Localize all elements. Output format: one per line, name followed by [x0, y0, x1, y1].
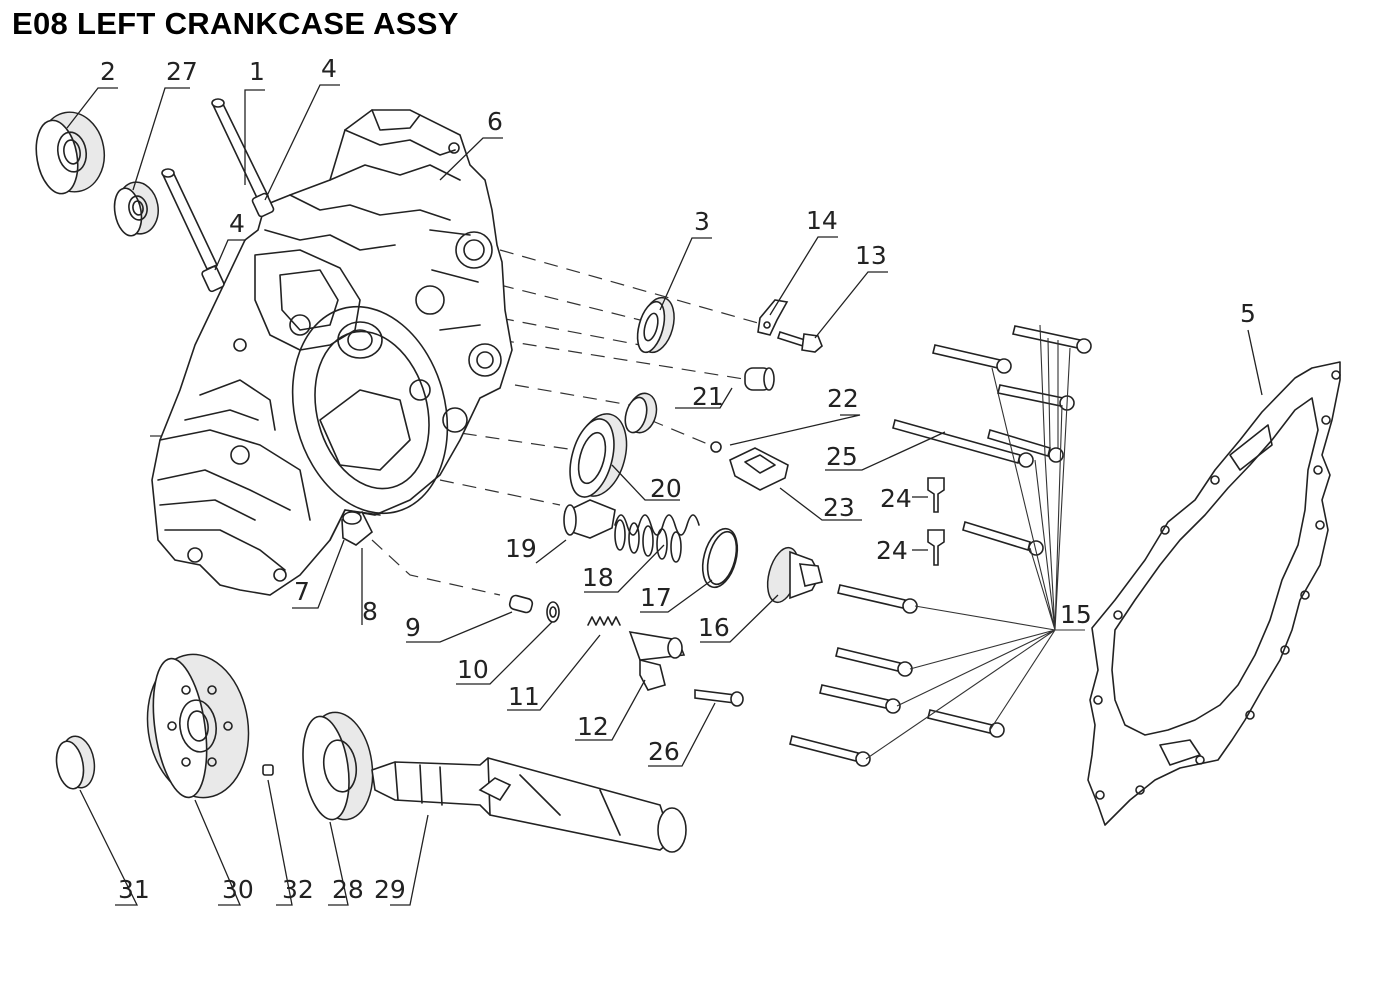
- part-9-pin: [508, 594, 534, 614]
- part-19-cup: [563, 499, 616, 539]
- callout-32: 32: [282, 875, 314, 904]
- part-3-oil-seal: [636, 296, 675, 354]
- callout-17: 17: [640, 583, 672, 612]
- left-crankcase: [151, 109, 513, 596]
- part-28-bearing: [302, 711, 374, 821]
- callout-26: 26: [648, 737, 680, 766]
- callout-1: 1: [249, 57, 265, 86]
- part-1-studs: [161, 98, 270, 271]
- callout-14: 14: [806, 206, 838, 235]
- callout-13: 13: [855, 241, 887, 270]
- callout-19: 19: [505, 534, 537, 563]
- callout-5: 5: [1240, 299, 1256, 328]
- part-11-spring: [587, 616, 621, 626]
- callout-18: 18: [582, 563, 614, 592]
- part-16-plug: [766, 546, 823, 604]
- callout-10: 10: [457, 655, 489, 684]
- callout-24-lower: 24: [876, 536, 908, 565]
- part-24-bolts: [912, 477, 945, 566]
- part-17-o-ring: [701, 527, 739, 589]
- callout-4-lower: 4: [229, 209, 245, 238]
- part-14-clip: [757, 299, 789, 336]
- part-small-bearing: [624, 392, 658, 434]
- callout-20: 20: [650, 474, 682, 503]
- callout-29: 29: [374, 875, 406, 904]
- callout-4: 4: [321, 54, 337, 83]
- callout-22: 22: [827, 384, 859, 413]
- part-21-bush: [744, 367, 775, 391]
- part-18-spring: [614, 514, 700, 563]
- leader-lines: [66, 84, 1263, 906]
- part-5-gasket: [1087, 361, 1341, 826]
- part-31-collar: [55, 735, 96, 790]
- callout-2: 2: [100, 57, 116, 86]
- callout-12: 12: [577, 712, 609, 741]
- callout-16: 16: [698, 613, 730, 642]
- callout-28: 28: [332, 875, 364, 904]
- callout-21: 21: [692, 382, 724, 411]
- callout-27: 27: [166, 57, 198, 86]
- part-27-bearing: [113, 181, 159, 237]
- part-8-drain-bolt: [341, 510, 374, 546]
- part-22-ball: [710, 441, 722, 453]
- part-2-bearing: [35, 111, 106, 195]
- part-13-bolt: [776, 330, 823, 353]
- part-10-washer: [546, 601, 560, 623]
- part-12-shaft-lever: [628, 630, 686, 691]
- callout-8: 8: [362, 597, 378, 626]
- callout-30: 30: [222, 875, 254, 904]
- part-4-dowels: [201, 192, 275, 293]
- callout-7: 7: [294, 577, 310, 606]
- callout-25: 25: [826, 442, 858, 471]
- callout-labels: 1 2 27 4 4 6 3 14 13 5 21 22 25 20 23 24…: [100, 54, 1256, 904]
- callout-11: 11: [508, 682, 540, 711]
- part-29-shaft: [371, 757, 687, 853]
- part-32-key: [262, 764, 274, 776]
- part-30-flywheel: [146, 653, 250, 799]
- assembly-dashed-lines: [150, 249, 766, 596]
- callout-23: 23: [823, 493, 855, 522]
- part-26-pin: [694, 689, 744, 707]
- page-title: E08 LEFT CRANKCASE ASSY: [12, 6, 459, 41]
- callout-6: 6: [487, 107, 503, 136]
- callout-9: 9: [405, 613, 421, 642]
- callout-31: 31: [118, 875, 150, 904]
- part-20-large-seal: [569, 413, 628, 498]
- part-23-plate: [729, 447, 789, 491]
- callout-15: 15: [1060, 600, 1092, 629]
- callout-3: 3: [694, 207, 710, 236]
- callout-24-upper: 24: [880, 484, 912, 513]
